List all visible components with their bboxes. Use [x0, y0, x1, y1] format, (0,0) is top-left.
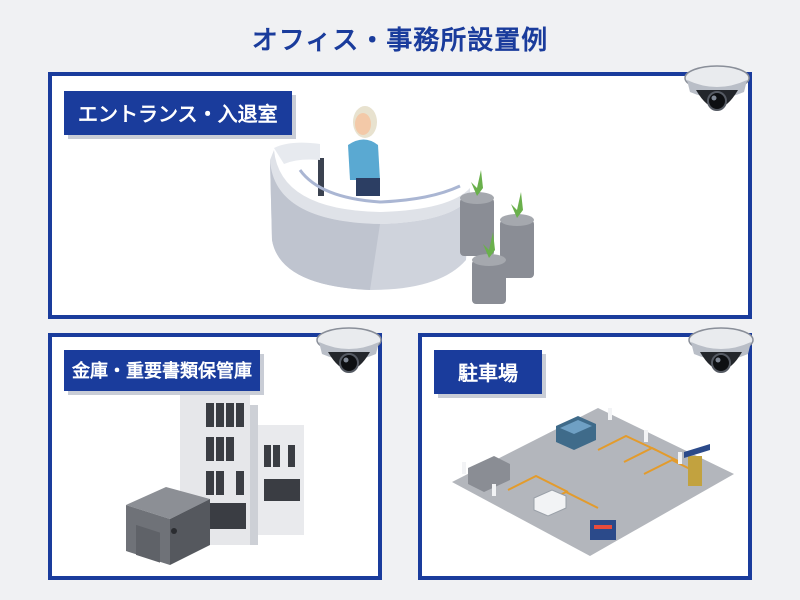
page-title: オフィス・事務所設置例 — [251, 26, 549, 56]
safe-and-shelves-illustration — [126, 395, 304, 565]
dome-camera-icon — [688, 327, 754, 373]
parking-lot-illustration — [452, 408, 734, 556]
reception-desk-illustration — [270, 106, 534, 304]
panel-vault-label: 金庫・重要書類保管庫 — [64, 350, 260, 391]
panel-parking-label: 駐車場 — [434, 350, 542, 394]
panel-entrance-label: エントランス・入退室 — [64, 91, 292, 135]
dome-camera-icon — [316, 327, 382, 373]
dome-camera-icon — [684, 65, 750, 111]
